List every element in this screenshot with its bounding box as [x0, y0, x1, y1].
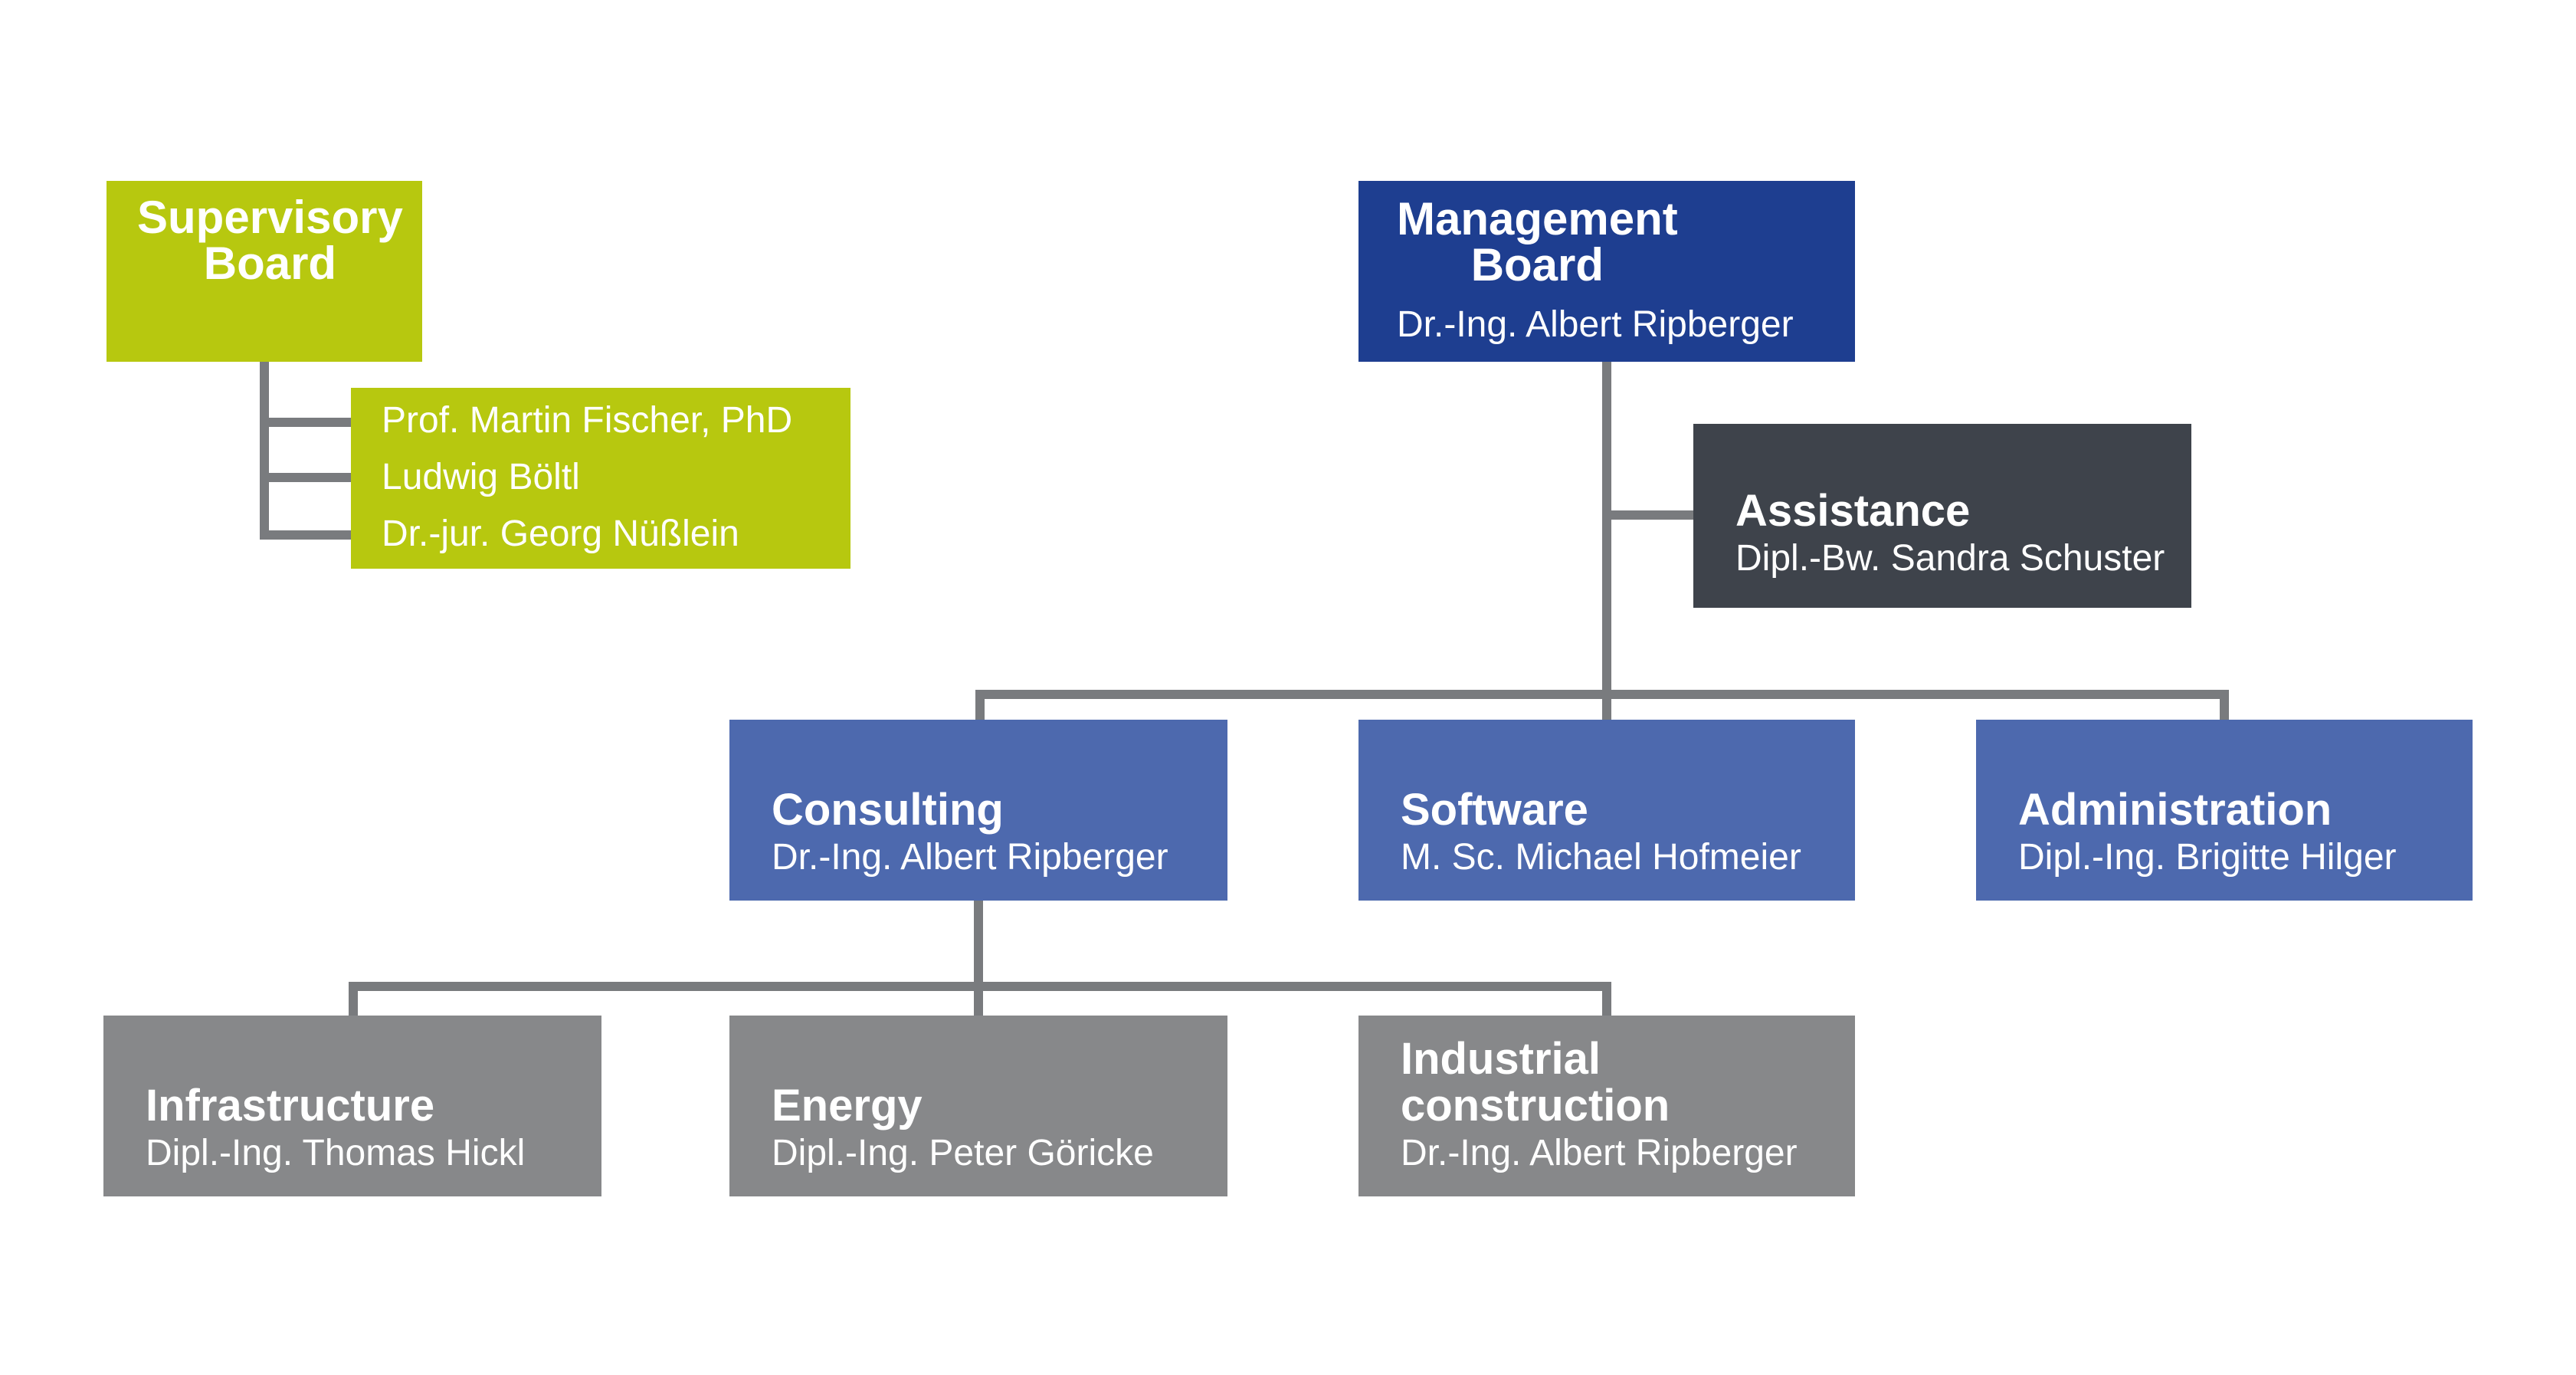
connector-supervisory-stub-3 — [260, 530, 351, 540]
administration-name: Dipl.-Ing. Brigitte Hilger — [2018, 837, 2397, 878]
administration-title: Administration — [2018, 785, 2332, 835]
management-board-name: Dr.-Ing. Albert Ripberger — [1397, 304, 1794, 345]
assistance-box: Assistance Dipl.-Bw. Sandra Schuster — [1693, 424, 2191, 608]
software-name: M. Sc. Michael Hofmeier — [1401, 837, 1801, 878]
industrial-construction-name: Dr.-Ing. Albert Ripberger — [1401, 1133, 1798, 1173]
connector-consulting-trunk — [974, 901, 983, 1016]
management-board-box: Management Board Dr.-Ing. Albert Ripberg… — [1358, 181, 1855, 362]
department-consulting-box: Consulting Dr.-Ing. Albert Ripberger — [729, 720, 1227, 901]
unit-infrastructure-box: Infrastructure Dipl.-Ing. Thomas Hickl — [103, 1016, 601, 1196]
infrastructure-name: Dipl.-Ing. Thomas Hickl — [146, 1133, 526, 1173]
energy-title: Energy — [772, 1081, 923, 1131]
supervisory-member-1: Prof. Martin Fischer, PhD — [382, 400, 793, 441]
unit-industrial-construction-box: Industrial construction Dr.-Ing. Albert … — [1358, 1016, 1855, 1196]
connector-supervisory-trunk — [260, 362, 269, 540]
department-administration-box: Administration Dipl.-Ing. Brigitte Hilge… — [1976, 720, 2473, 901]
assistance-name: Dipl.-Bw. Sandra Schuster — [1735, 538, 2165, 579]
industrial-construction-title: Industrial construction — [1401, 1034, 1670, 1131]
software-title: Software — [1401, 785, 1588, 835]
connector-departments-rail — [975, 690, 2229, 699]
energy-name: Dipl.-Ing. Peter Göricke — [772, 1133, 1154, 1173]
infrastructure-title: Infrastructure — [146, 1081, 435, 1131]
department-software-box: Software M. Sc. Michael Hofmeier — [1358, 720, 1855, 901]
supervisory-board-title: Supervisory Board — [137, 192, 403, 289]
supervisory-member-3: Dr.-jur. Georg Nüßlein — [382, 514, 739, 554]
connector-industrial-drop — [1602, 982, 1611, 1016]
connector-infrastructure-drop — [349, 982, 358, 1016]
connector-supervisory-stub-1 — [260, 418, 351, 427]
consulting-title: Consulting — [772, 785, 1004, 835]
connector-administration-drop — [2220, 690, 2229, 720]
supervisory-board-box: Supervisory Board — [107, 181, 422, 362]
supervisory-member-2: Ludwig Böltl — [382, 457, 580, 497]
connector-management-trunk — [1602, 362, 1611, 720]
management-board-title: Management Board — [1397, 193, 1678, 290]
connector-consulting-drop — [975, 690, 985, 720]
unit-energy-box: Energy Dipl.-Ing. Peter Göricke — [729, 1016, 1227, 1196]
connector-assistance-stub — [1605, 510, 1693, 520]
connector-supervisory-stub-2 — [260, 473, 351, 482]
consulting-name: Dr.-Ing. Albert Ripberger — [772, 837, 1168, 878]
supervisory-members-box: Prof. Martin Fischer, PhD Ludwig Böltl D… — [351, 388, 850, 569]
connector-units-rail — [349, 982, 1611, 991]
assistance-title: Assistance — [1735, 486, 1971, 536]
